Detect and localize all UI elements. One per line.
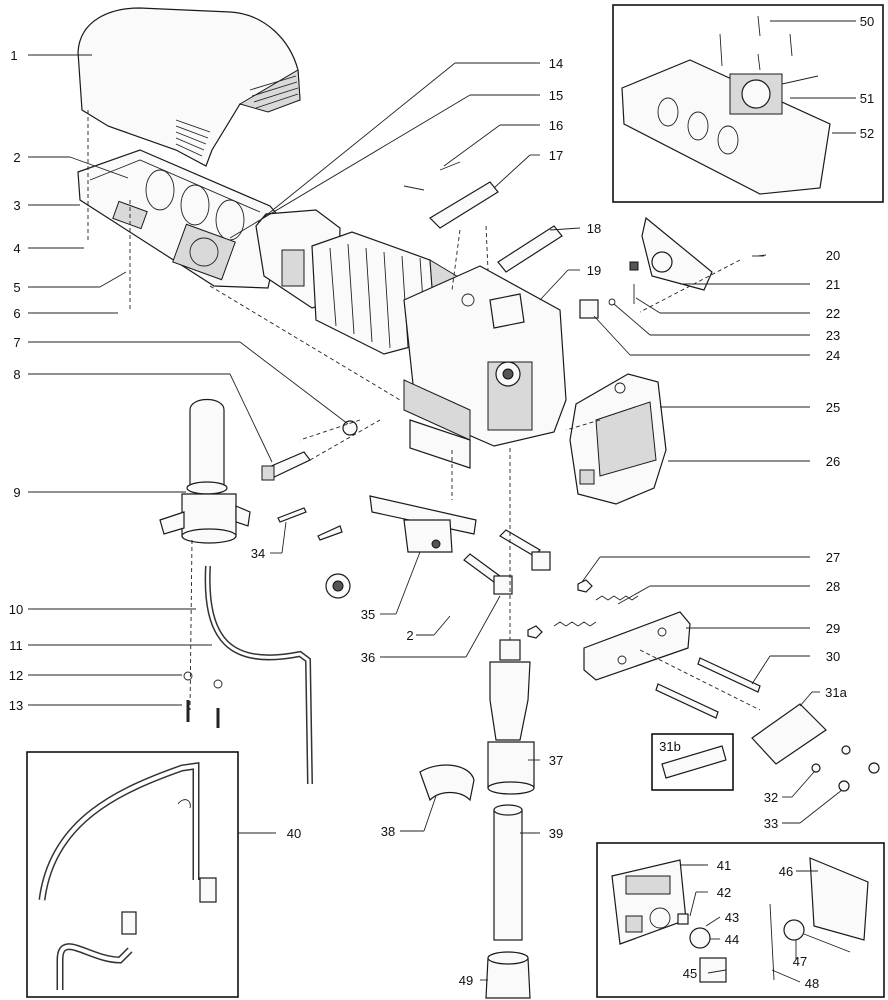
callout-42: 42 bbox=[717, 885, 731, 900]
fittings-12-13 bbox=[183, 671, 223, 728]
callout-18: 18 bbox=[587, 221, 601, 236]
inset-hose-40-part bbox=[38, 761, 217, 990]
inset-box-tray-fan bbox=[612, 4, 884, 203]
leader-lines bbox=[28, 20, 856, 983]
callout-2-lower: 2 bbox=[406, 628, 413, 643]
callout-48: 48 bbox=[805, 976, 819, 991]
callout-17: 17 bbox=[549, 148, 563, 163]
pins-30-part bbox=[655, 657, 761, 719]
callout-37: 37 bbox=[549, 753, 563, 768]
foot-valve-49-part bbox=[485, 951, 531, 999]
valve-8-part bbox=[261, 451, 311, 481]
callout-26: 26 bbox=[826, 454, 840, 469]
callout-45: 45 bbox=[683, 966, 697, 981]
springs-28-part bbox=[553, 595, 639, 627]
callout-47: 47 bbox=[793, 954, 807, 969]
drive-yoke-part bbox=[369, 495, 477, 553]
lower-frame-tray-part bbox=[77, 149, 283, 289]
callout-41: 41 bbox=[717, 858, 731, 873]
callout-7: 7 bbox=[13, 335, 20, 350]
front-cover-part bbox=[569, 373, 667, 505]
callout-labels: 1 2 3 4 5 6 7 8 9 10 11 12 13 14 15 16 1… bbox=[9, 14, 874, 991]
callout-31b: 31b bbox=[659, 739, 681, 754]
inset-box-hose-40 bbox=[26, 751, 239, 998]
top-cover-part bbox=[77, 7, 301, 167]
callout-15: 15 bbox=[549, 88, 563, 103]
callout-6: 6 bbox=[13, 306, 20, 321]
callout-27: 27 bbox=[826, 550, 840, 565]
callout-22: 22 bbox=[826, 306, 840, 321]
callout-4: 4 bbox=[13, 241, 20, 256]
callout-28: 28 bbox=[826, 579, 840, 594]
callout-24: 24 bbox=[826, 348, 840, 363]
callout-2: 2 bbox=[13, 150, 20, 165]
inset-box-31b bbox=[651, 733, 734, 791]
connecting-rods-36 bbox=[463, 529, 551, 595]
pump-block-29-part bbox=[583, 611, 691, 681]
callout-36: 36 bbox=[361, 650, 375, 665]
callout-5: 5 bbox=[13, 280, 20, 295]
callout-23: 23 bbox=[826, 328, 840, 343]
clamp-38-part bbox=[419, 764, 475, 802]
callout-10: 10 bbox=[9, 602, 23, 617]
callout-11: 11 bbox=[9, 638, 23, 653]
callout-49: 49 bbox=[459, 973, 473, 988]
callout-25: 25 bbox=[826, 400, 840, 415]
gearbox-housing-part bbox=[403, 265, 567, 469]
callout-20: 20 bbox=[826, 248, 840, 263]
callout-44: 44 bbox=[725, 932, 739, 947]
hose-10-part bbox=[190, 565, 351, 651]
callout-19: 19 bbox=[587, 263, 601, 278]
screw-16-part bbox=[439, 161, 461, 171]
callout-9: 9 bbox=[13, 485, 20, 500]
plate-31b-part bbox=[661, 745, 727, 779]
filter-body-part bbox=[159, 398, 251, 544]
rear-panel-part bbox=[629, 216, 713, 291]
fasteners-32-33 bbox=[811, 745, 880, 792]
callout-50: 50 bbox=[860, 14, 874, 29]
small-parts-20-24 bbox=[579, 255, 764, 319]
handle-grip-17-part bbox=[429, 181, 499, 229]
callout-3: 3 bbox=[13, 198, 20, 213]
inset-box-control-panel bbox=[596, 842, 885, 998]
nut-27-part bbox=[527, 579, 593, 639]
callout-32: 32 bbox=[764, 790, 778, 805]
callout-30: 30 bbox=[826, 649, 840, 664]
callout-14: 14 bbox=[549, 56, 563, 71]
callout-43: 43 bbox=[725, 910, 739, 925]
inset-control-panel-part bbox=[611, 857, 869, 983]
assembly-axes bbox=[87, 110, 761, 711]
guard-plate-31a-part bbox=[751, 703, 827, 765]
bolt-34-part bbox=[277, 507, 343, 541]
callout-51: 51 bbox=[860, 91, 874, 106]
pump-cylinder-37-part bbox=[487, 639, 535, 795]
callout-52: 52 bbox=[860, 126, 874, 141]
screw-15-part bbox=[403, 185, 425, 191]
callout-31a: 31a bbox=[825, 685, 847, 700]
callout-38: 38 bbox=[381, 824, 395, 839]
inset-tray-fan-part bbox=[621, 15, 831, 195]
piston-39-part bbox=[493, 804, 523, 941]
hose-11-part bbox=[204, 565, 313, 785]
callout-13: 13 bbox=[9, 698, 23, 713]
callout-46: 46 bbox=[779, 864, 793, 879]
handle-grip-18-part bbox=[497, 225, 563, 273]
callout-40: 40 bbox=[287, 826, 301, 841]
callout-16: 16 bbox=[549, 118, 563, 133]
callout-34: 34 bbox=[251, 546, 265, 561]
callout-35: 35 bbox=[361, 607, 375, 622]
callout-12: 12 bbox=[9, 668, 23, 683]
callout-33: 33 bbox=[764, 816, 778, 831]
callout-8: 8 bbox=[13, 367, 20, 382]
callout-29: 29 bbox=[826, 621, 840, 636]
callout-1: 1 bbox=[10, 48, 17, 63]
callout-39: 39 bbox=[549, 826, 563, 841]
callout-21: 21 bbox=[826, 277, 840, 292]
